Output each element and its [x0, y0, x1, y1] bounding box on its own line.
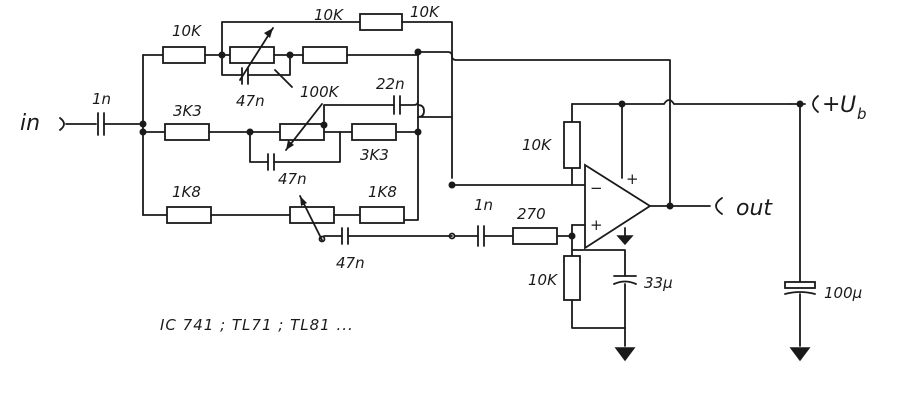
resistor-bot-left-label: 1K8: [172, 183, 201, 201]
op-amp-minus: −: [590, 179, 603, 197]
junction-mid-3: [414, 128, 422, 136]
capacitor-ground-label: 33µ: [644, 274, 673, 292]
wire-22n-cross: [417, 104, 453, 118]
resistor-top-mid-label: 10K: [314, 6, 344, 24]
wire-cgnd-top: [571, 249, 626, 277]
potentiometer-mid-label: 100K: [300, 83, 340, 101]
wire-mid-cap-left: [249, 131, 269, 163]
capacitor-mid-right-label: 22n: [376, 75, 405, 93]
input-capacitor: [97, 112, 144, 136]
output-terminal: [715, 197, 723, 215]
potentiometer-top-wiper: [239, 27, 274, 81]
input-label: in: [20, 111, 40, 136]
potentiometer-mid-wiper: [285, 103, 323, 151]
op-amp: [584, 163, 652, 250]
wire-top-cap-left: [221, 54, 243, 76]
opamp-ground-icon: [616, 235, 634, 246]
wire-top-cap-right: [247, 54, 291, 76]
wire-top-to-feedback: [417, 51, 671, 206]
resistor-mid-left-label: 3K3: [173, 102, 202, 120]
resistor-top-left: [162, 46, 206, 64]
junction-input: [139, 120, 147, 128]
wire-mid-cap-right: [273, 131, 341, 163]
resistor-feedback-label: 10K: [522, 136, 552, 154]
ground-icon-2: [789, 347, 811, 362]
capacitor-supply-label: 100µ: [824, 284, 862, 302]
wire-rgnd-bottom: [571, 299, 626, 329]
capacitor-top-label: 47n: [236, 92, 265, 110]
wire-top-right-down: [401, 21, 453, 179]
junction-supply-1: [618, 100, 626, 108]
wire-22n-right: [399, 100, 419, 106]
resistor-top-right-label: 10K: [410, 3, 440, 21]
junction-minus: [448, 181, 456, 189]
cap-ground-plate-2: [613, 280, 637, 285]
potentiometer-top-arrow: [264, 28, 273, 38]
capacitor-bot-label: 47n: [336, 254, 365, 272]
resistor-bot-right: [359, 206, 405, 224]
wire-22n-left: [323, 104, 395, 126]
ground-icon-1: [614, 347, 636, 362]
resistor-series: [512, 227, 558, 245]
potentiometer-mid-arrow: [286, 140, 294, 150]
resistor-top-left-label: 10K: [172, 22, 202, 40]
resistor-ground: [563, 255, 581, 301]
resistor-series-label: 270: [517, 205, 546, 223]
resistor-bot-left: [166, 206, 212, 224]
resistor-mid-right-label: 3K3: [360, 146, 389, 164]
capacitor-series-label: 1n: [474, 196, 493, 214]
junction-output: [666, 202, 674, 210]
input-terminal: [59, 117, 97, 131]
supply-plus-label: +: [822, 92, 840, 117]
supply-sub-label: b: [857, 105, 867, 123]
wire-supply-rail: [571, 99, 791, 105]
resistor-ground-label: 10K: [528, 271, 558, 289]
resistor-top-mid: [302, 46, 348, 64]
resistor-bot-right-label: 1K8: [368, 183, 397, 201]
ic-types-note: IC 741 ; TL71 ; TL81 ...: [160, 316, 354, 334]
resistor-top-right: [359, 13, 403, 31]
potentiometer-mid: [279, 123, 325, 141]
resistor-feedback: [563, 121, 581, 169]
output-label: out: [736, 196, 773, 221]
wire-top-upper: [221, 21, 361, 56]
potentiometer-bot-arrow: [300, 196, 307, 206]
op-amp-supply-pin: +: [626, 170, 639, 188]
supply-terminal: [812, 95, 819, 113]
op-amp-plus: +: [590, 216, 603, 234]
potentiometer-bot-terminal: [318, 235, 326, 243]
capacitor-mid-label: 47n: [278, 170, 307, 188]
input-capacitor-label: 1n: [92, 90, 111, 108]
pointer-top: [274, 69, 293, 88]
capacitor-supply-plate-2: [784, 291, 816, 295]
resistor-mid-left: [164, 123, 210, 141]
supply-u-label: U: [840, 93, 856, 118]
wire-node-down: [404, 51, 419, 221]
capacitor-supply-plate-1: [784, 281, 816, 289]
resistor-mid-right: [351, 123, 397, 141]
